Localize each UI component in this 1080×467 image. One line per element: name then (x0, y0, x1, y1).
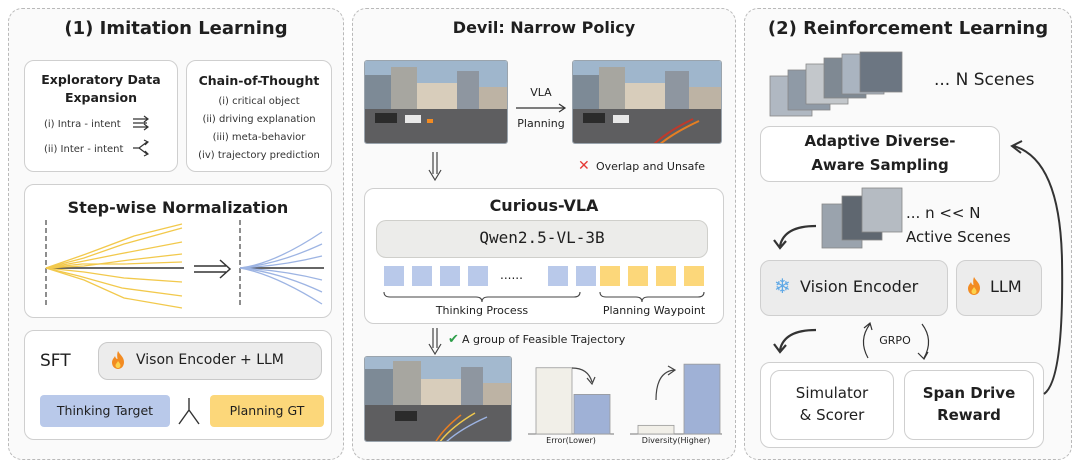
diversity-bar-after (683, 363, 721, 435)
sft-encoder-box (98, 342, 322, 380)
reinforcement-learning-title: (2) Reinforcement Learning (767, 18, 1049, 39)
simulator-line1: Simulator (795, 384, 869, 402)
reward-box (904, 370, 1034, 440)
reward-line1: Span Drive (922, 384, 1016, 402)
down-arrow-top (428, 152, 442, 182)
vla-arrow (516, 103, 567, 113)
snowflake-icon: ❄ (774, 274, 791, 298)
chain-of-thought-box (186, 60, 332, 172)
waypoint-token (628, 266, 648, 286)
grpo-label: GRPO (879, 334, 911, 347)
active-scenes-line2: Active Scenes (906, 228, 1011, 246)
inter-intent-label: (ii) Inter - intent (44, 144, 124, 155)
error-trend-arrow (571, 367, 596, 386)
feasible-trajectory-label: A group of Feasible Trajectory (462, 333, 626, 346)
thinking-token (412, 266, 432, 286)
sampling-line1: Adaptive Diverse- (804, 132, 956, 150)
imitation-learning-title: (1) Imitation Learning (64, 18, 288, 39)
n-scenes-label: ... N Scenes (934, 70, 1035, 90)
thinking-token (384, 266, 404, 286)
error-bar-chart (528, 367, 614, 435)
error-bar-after (573, 394, 611, 435)
overlap-unsafe-label: Overlap and Unsafe (596, 160, 706, 173)
planning-label: Planning (517, 117, 565, 130)
thinking-token (440, 266, 460, 286)
intra-intent-icon (133, 115, 149, 131)
token-ellipsis: ...... (500, 268, 523, 282)
waypoint-token (600, 266, 620, 286)
simulator-line2: & Scorer (799, 406, 865, 424)
cot-title: Chain-of-Thought (198, 73, 320, 88)
normalization-illustration (45, 220, 324, 309)
cot-item-3: (iii) meta-behavior (212, 132, 306, 143)
vision-encoder-label: Vision Encoder (800, 277, 919, 296)
thinking-process-label: Thinking Process (435, 304, 529, 317)
cot-item-4: (iv) trajectory prediction (198, 150, 320, 161)
diversity-bar-before (637, 424, 675, 435)
active-scenes-line1: ... n << N (906, 204, 981, 222)
driving-scene-photo-planned (572, 60, 722, 144)
token-braces (383, 291, 705, 303)
qwen-model-label: Qwen2.5-VL-3B (479, 228, 605, 247)
simulator-box (770, 370, 894, 440)
thinking-token (576, 266, 596, 286)
intra-intent-label: (i) Intra - intent (44, 119, 121, 130)
exploratory-data-expansion-box (24, 60, 178, 172)
diversity-trend-arrow (655, 365, 677, 401)
feasible-trajectory-photo (364, 356, 512, 442)
sft-label: SFT (40, 351, 71, 371)
error-bar-before (535, 367, 573, 435)
exploratory-title-line2: Expansion (64, 90, 138, 105)
curve-arrow-to-simulator (773, 328, 817, 354)
cross-icon: ✕ (578, 158, 590, 174)
normalization-title: Step-wise Normalization (67, 198, 289, 217)
error-label: Error(Lower) (546, 436, 596, 445)
adaptive-sampling-box (760, 126, 1000, 182)
waypoint-token (656, 266, 676, 286)
down-arrow-bottom (428, 328, 442, 356)
vla-label: VLA (530, 86, 552, 99)
reward-line2: Reward (937, 406, 1001, 424)
curve-arrow-to-encoder (773, 224, 817, 250)
thinking-token (468, 266, 488, 286)
sft-encoder-label: Vison Encoder + LLM (136, 352, 284, 368)
cot-item-1: (i) critical object (218, 96, 300, 107)
planning-waypoint-label: Planning Waypoint (602, 304, 706, 317)
cot-item-2: (ii) driving explanation (202, 114, 316, 125)
vision-encoder-box (760, 260, 948, 316)
thinking-target-label: Thinking Target (56, 403, 154, 418)
active-scenes-stack (821, 187, 903, 249)
driving-scene-photo-input (364, 60, 508, 144)
waypoint-token (684, 266, 704, 286)
llm-label: LLM (990, 277, 1022, 296)
thinking-token (548, 266, 568, 286)
qwen-model-box (376, 220, 708, 258)
check-icon: ✔ (448, 332, 459, 347)
diversity-bar-chart (630, 363, 722, 435)
sampling-line2: Aware Sampling (811, 156, 949, 174)
feedback-arrow (1010, 140, 1064, 395)
planning-gt-box (210, 395, 324, 427)
exploratory-title-line1: Exploratory Data (41, 72, 161, 87)
merge-icon (178, 398, 200, 425)
curious-vla-title: Curious-VLA (489, 196, 599, 215)
planning-gt-label: Planning GT (229, 403, 305, 418)
fire-icon (112, 351, 124, 369)
inter-intent-icon (133, 139, 150, 157)
n-scenes-stack (769, 51, 903, 117)
grpo-arrows (862, 321, 930, 360)
fire-icon (968, 277, 980, 295)
diversity-label: Diversity(Higher) (641, 436, 711, 445)
narrow-policy-title: Devil: Narrow Policy (452, 18, 636, 37)
thinking-target-box (40, 395, 170, 427)
